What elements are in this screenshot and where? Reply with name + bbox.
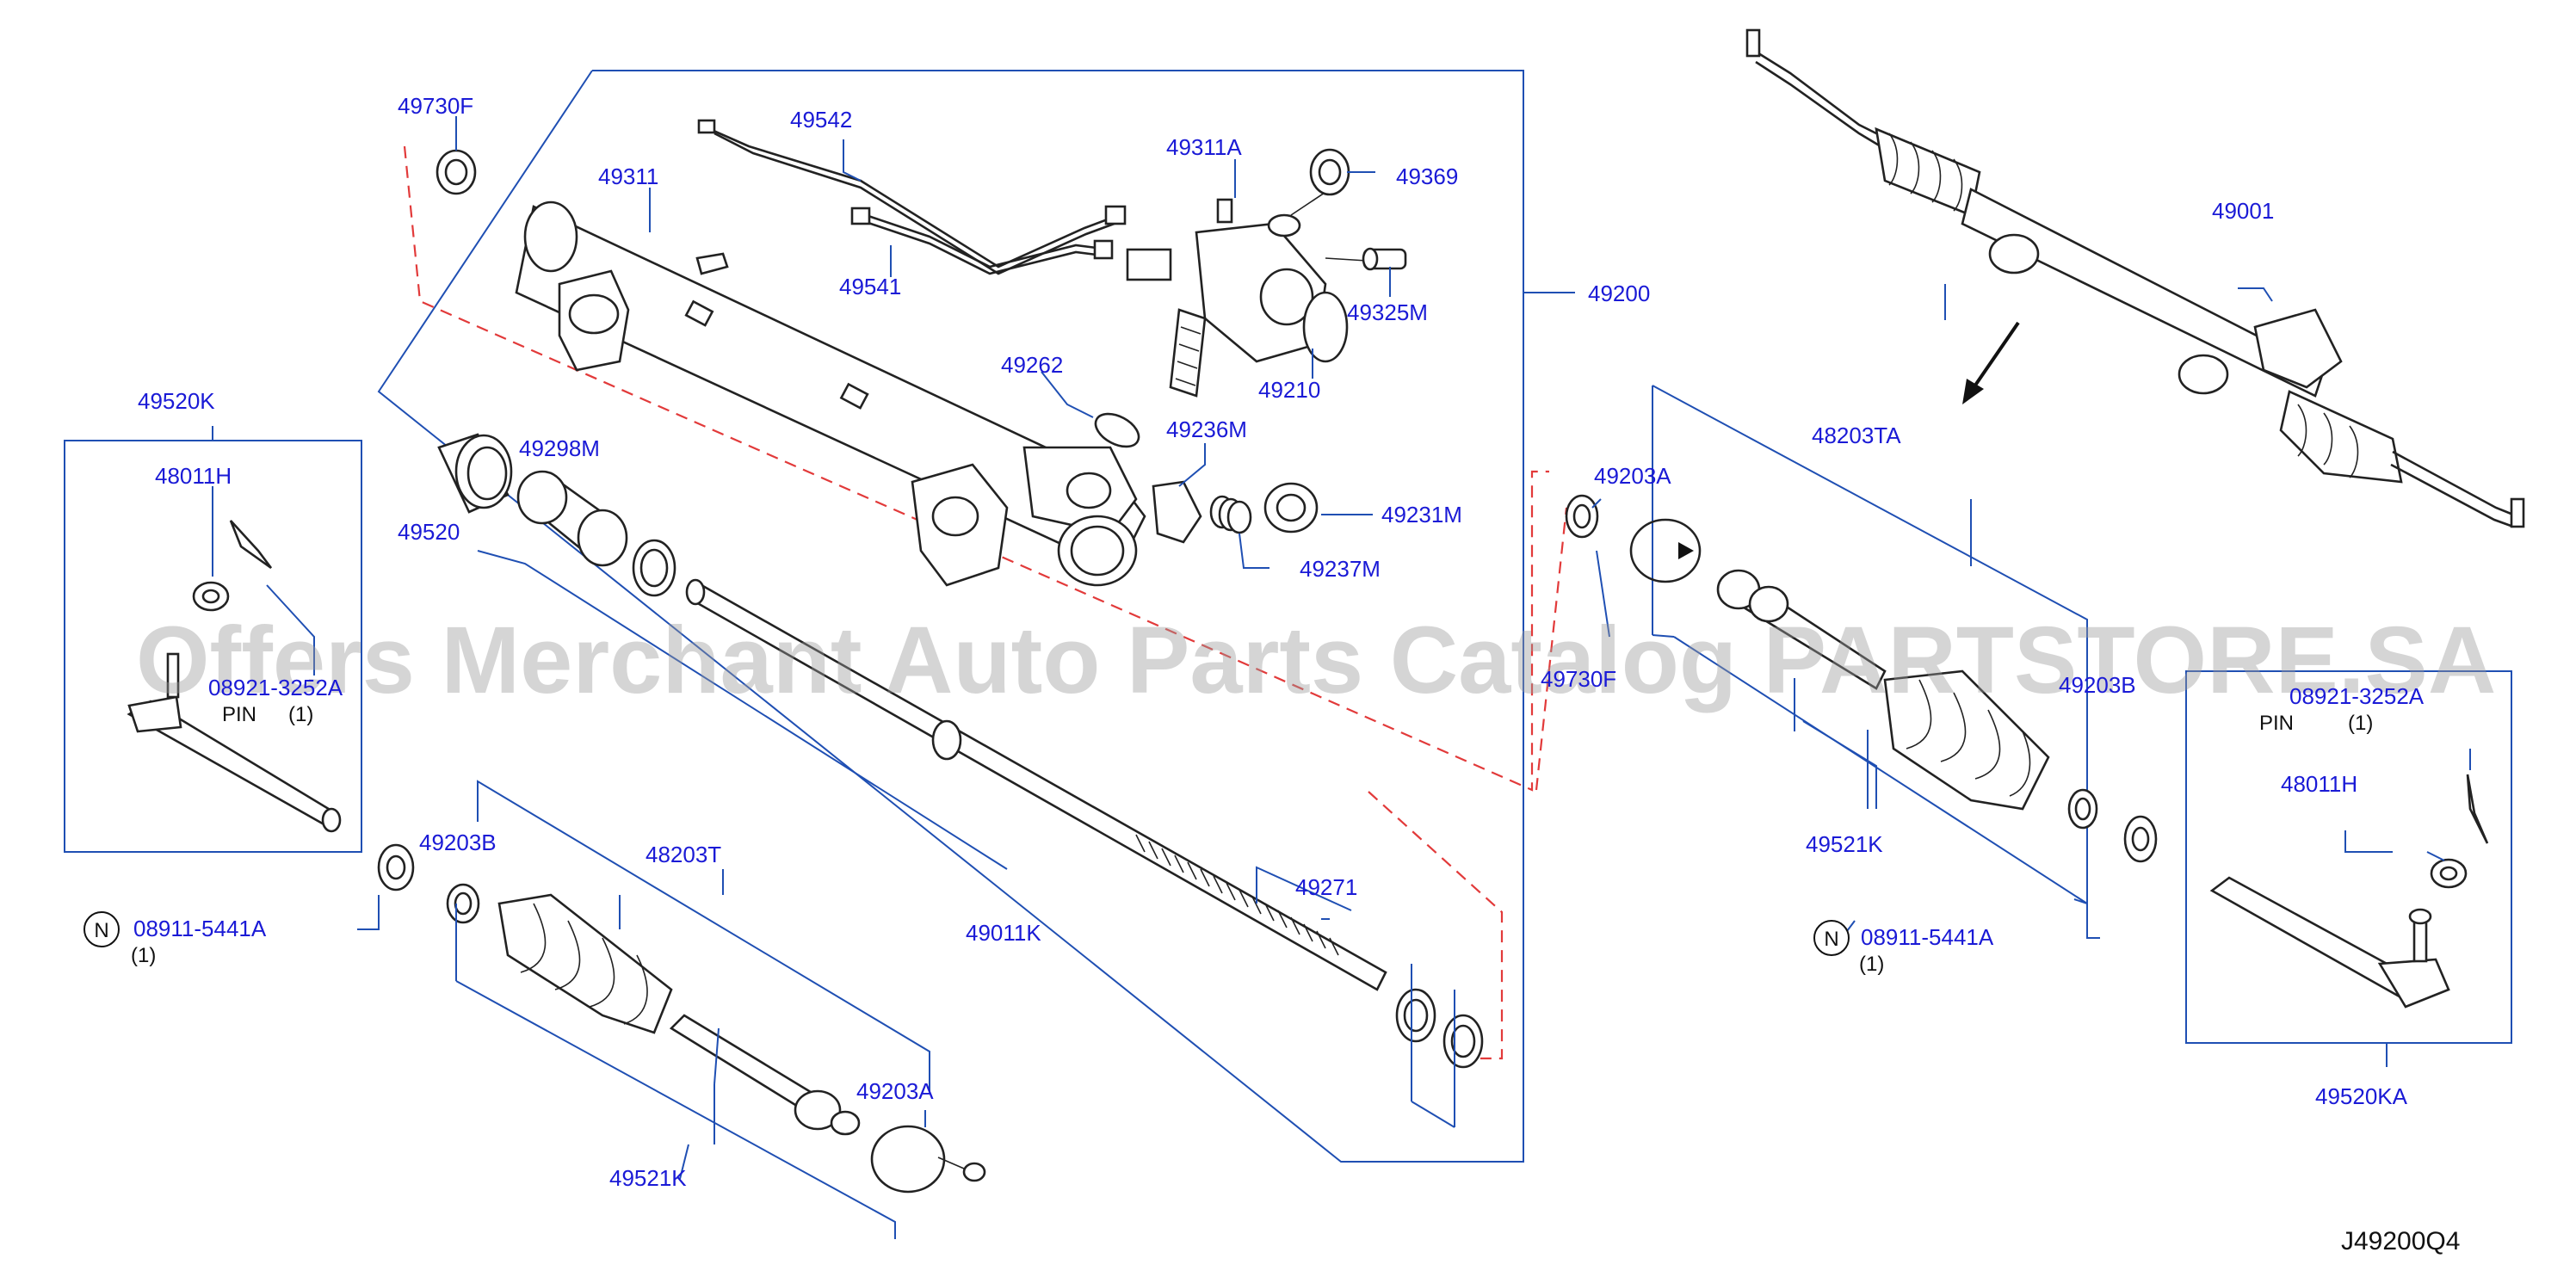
inner-tie-rod-49521K-right-part[interactable] xyxy=(1716,569,1887,690)
spring-49237M-part[interactable] xyxy=(1209,495,1252,534)
label-49203A-left[interactable]: 49203A xyxy=(856,1078,934,1104)
n-symbol-right: N xyxy=(1813,920,1850,956)
ring-right-of-cylinder-part[interactable] xyxy=(632,539,676,597)
qty-08911-right: (1) xyxy=(1859,953,1884,976)
label-49730F-right[interactable]: 49730F xyxy=(1541,666,1616,692)
label-48203TA[interactable]: 48203TA xyxy=(1812,423,1901,448)
nut-48011H-right-part[interactable] xyxy=(2430,858,2468,889)
o-ring-49203A-right-part[interactable] xyxy=(1629,518,1702,583)
label-49210[interactable]: 49210 xyxy=(1258,377,1320,403)
label-49520K[interactable]: 49520K xyxy=(138,388,215,414)
label-49369[interactable]: 49369 xyxy=(1396,163,1458,189)
pipe-49541-part[interactable] xyxy=(850,207,1114,275)
label-49200[interactable]: 49200 xyxy=(1588,281,1650,306)
boot-48203TA-part[interactable] xyxy=(1883,669,2050,811)
label-48203T[interactable]: 48203T xyxy=(646,842,721,867)
tie-rod-end-box-right xyxy=(2185,670,2512,1067)
o-ring-49203A-left-part[interactable] xyxy=(870,1125,986,1194)
pipe-49542-part[interactable] xyxy=(697,119,1127,275)
left-lower-brackets xyxy=(455,780,1455,1239)
label-49203B-left[interactable]: 49203B xyxy=(419,830,497,855)
label-leader-lines xyxy=(212,116,2471,1180)
label-49237M[interactable]: 49237M xyxy=(1300,556,1381,582)
label-49231M[interactable]: 49231M xyxy=(1381,502,1462,527)
label-49520[interactable]: 49520 xyxy=(398,519,460,545)
clamp-49203B-left-part[interactable] xyxy=(446,883,480,924)
ring-49231M-part[interactable] xyxy=(1263,482,1319,534)
complete-rack-49001-part[interactable] xyxy=(1745,28,2525,528)
seal-49369-part[interactable] xyxy=(1309,148,1350,196)
svg-text:N: N xyxy=(1824,928,1838,951)
label-49521K-right[interactable]: 49521K xyxy=(1806,831,1883,857)
o-ring-49262-part[interactable] xyxy=(1090,407,1145,453)
label-49236M[interactable]: 49236M xyxy=(1166,416,1247,442)
label-08921-right[interactable]: 08921-3252A xyxy=(2289,683,2425,709)
label-49730F[interactable]: 49730F xyxy=(398,93,473,119)
cylinder-49298M-part[interactable] xyxy=(516,470,628,567)
pin-label-left: PIN xyxy=(222,703,256,726)
alignment-dashed-lines xyxy=(403,145,1568,1060)
bushing-49520-part[interactable] xyxy=(437,433,513,514)
label-48011H-right[interactable]: 48011H xyxy=(2281,771,2357,797)
pin-qty-right: (1) xyxy=(2348,712,2373,735)
part-labels: 49730F 49542 49311A 49369 49311 49541 49… xyxy=(131,93,2460,1255)
label-49203A-right[interactable]: 49203A xyxy=(1594,463,1671,489)
ring-49730F-part[interactable] xyxy=(436,149,477,195)
boot-48203T-part[interactable] xyxy=(497,893,673,1034)
label-49520KA[interactable]: 49520KA xyxy=(2315,1083,2408,1109)
connector-49325M-part[interactable] xyxy=(1362,247,1407,271)
label-49541[interactable]: 49541 xyxy=(839,274,901,299)
ring-49730F-right-part[interactable] xyxy=(1565,494,1599,539)
nut-48011H-left-part[interactable] xyxy=(192,581,230,612)
qty-08911-left: (1) xyxy=(131,944,156,967)
nut-08911-right-part[interactable] xyxy=(2123,815,2158,863)
label-49521K-left[interactable]: 49521K xyxy=(609,1165,687,1191)
clamp-49203B-right-part[interactable] xyxy=(2067,788,2098,830)
svg-text:N: N xyxy=(94,919,108,942)
label-49311[interactable]: 49311 xyxy=(598,163,658,189)
label-08911-left[interactable]: 08911-5441A xyxy=(133,916,267,941)
n-symbol-left: N xyxy=(83,911,120,947)
cap-49236M-part[interactable] xyxy=(1152,480,1202,544)
label-49298M[interactable]: 49298M xyxy=(519,435,600,461)
label-49325M[interactable]: 49325M xyxy=(1347,299,1428,325)
label-08921-left[interactable]: 08921-3252A xyxy=(208,675,343,700)
label-48011H-left[interactable]: 48011H xyxy=(155,463,232,489)
cotter-pin-left-part[interactable] xyxy=(229,520,273,570)
assembly-bracket-49200 xyxy=(377,70,1575,1163)
label-08911-right[interactable]: 08911-5441A xyxy=(1861,924,1994,950)
pin-qty-left: (1) xyxy=(288,703,313,726)
tie-rod-end-box-left xyxy=(64,426,362,853)
tie-rod-end-49520KA-part[interactable] xyxy=(2209,876,2450,1009)
label-49542[interactable]: 49542 xyxy=(790,107,852,133)
seal-49271-part[interactable] xyxy=(1395,988,1484,1069)
tie-rod-end-49520K-part[interactable] xyxy=(127,652,342,833)
direction-arrow-icon xyxy=(1962,321,2020,404)
label-49001[interactable]: 49001 xyxy=(2212,198,2274,224)
label-49271[interactable]: 49271 xyxy=(1295,874,1357,900)
diagram-reference-code: J49200Q4 xyxy=(2341,1227,2460,1255)
nut-08911-left-part[interactable] xyxy=(377,843,415,891)
label-49262[interactable]: 49262 xyxy=(1001,352,1063,378)
label-49203B-right[interactable]: 49203B xyxy=(2059,672,2136,698)
watermark-text: Offers Merchant Auto Parts Catalog PARTS… xyxy=(136,608,2496,713)
inner-tie-rod-49521K-left-part[interactable] xyxy=(669,1014,861,1136)
label-49011K[interactable]: 49011K xyxy=(966,920,1041,946)
pin-label-right: PIN xyxy=(2259,712,2294,735)
label-49311A[interactable]: 49311A xyxy=(1166,134,1242,160)
valve-assembly-49210-part[interactable] xyxy=(1126,180,1395,398)
rack-housing-part[interactable] xyxy=(515,200,1146,587)
cotter-pin-right-part[interactable] xyxy=(2466,774,2489,844)
rack-shaft-49011K-part[interactable] xyxy=(685,578,1387,991)
